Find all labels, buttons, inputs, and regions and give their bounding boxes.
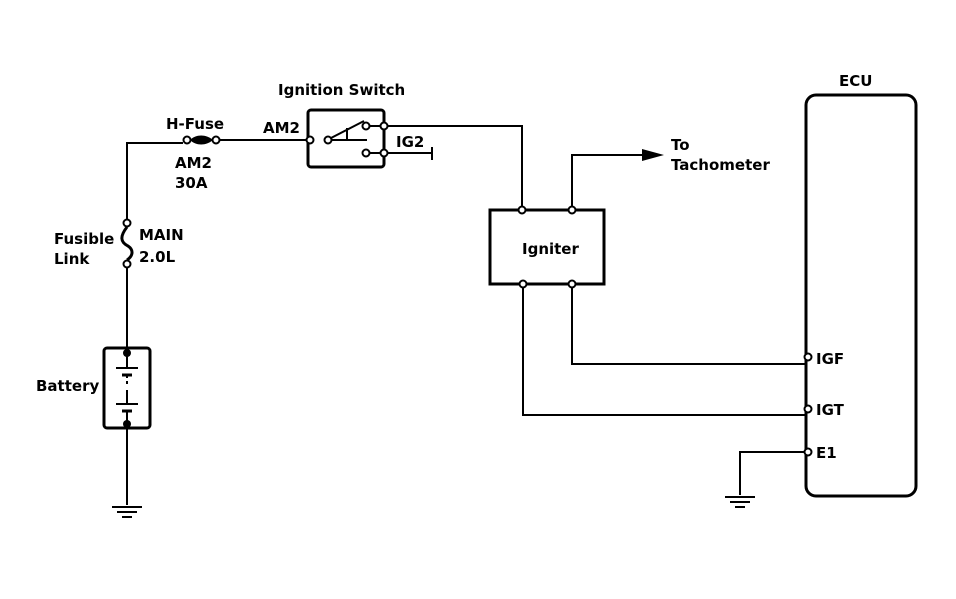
switch-terminal-am2 xyxy=(305,135,315,145)
main-label: MAIN xyxy=(139,226,184,244)
igniter-terminal-igt xyxy=(518,279,528,289)
battery xyxy=(102,346,152,430)
ground-icon-battery xyxy=(112,506,142,518)
am2-fuse-label: AM2 xyxy=(175,154,212,172)
switch-terminal-out xyxy=(379,121,389,131)
ecu-body xyxy=(804,93,918,498)
ecu-terminal-igf xyxy=(803,352,813,362)
tachometer-label: Tachometer xyxy=(671,156,770,174)
fuse-element-icon xyxy=(190,135,213,145)
fuse-terminal-right xyxy=(211,135,221,145)
wiring xyxy=(126,125,808,505)
wire-fuse-to-fusible-link xyxy=(126,142,183,220)
fuse-rating-label: 30A xyxy=(175,174,208,192)
igniter-terminal-igf xyxy=(567,279,577,289)
tachometer-arrow-icon xyxy=(642,149,664,161)
igniter-body xyxy=(488,208,606,286)
ecu-terminal-igt xyxy=(803,404,813,414)
wire-switch-to-igniter xyxy=(384,125,523,210)
e1-label: E1 xyxy=(816,444,837,462)
wire-igf xyxy=(571,284,808,365)
link-label: Link xyxy=(54,250,90,268)
ignition-switch xyxy=(305,108,389,169)
main-rating-label: 2.0L xyxy=(139,248,176,266)
h-fuse xyxy=(182,135,221,145)
igniter xyxy=(488,205,606,289)
igniter-terminal-tach xyxy=(567,205,577,215)
ecu xyxy=(803,93,918,498)
wire-igt xyxy=(522,284,808,416)
igf-label: IGF xyxy=(816,350,844,368)
igniter-label: Igniter xyxy=(522,240,579,258)
ignition-switch-label: Ignition Switch xyxy=(278,81,405,99)
to-label: To xyxy=(671,136,690,154)
ground-icon-ecu xyxy=(725,496,755,508)
h-fuse-label: H-Fuse xyxy=(166,115,224,133)
wire-ig2-output xyxy=(384,147,433,160)
ecu-label: ECU xyxy=(839,72,872,90)
igt-label: IGT xyxy=(816,401,845,419)
fusible-label: Fusible xyxy=(54,230,114,248)
fusible-link-terminal-top xyxy=(122,218,132,228)
labels: ECU Ignition Switch H-Fuse AM2 IG2 AM2 3… xyxy=(36,72,872,462)
fusible-link-element-icon xyxy=(120,226,134,262)
igniter-terminal-power xyxy=(517,205,527,215)
wire-e1-to-ground xyxy=(739,451,808,495)
am2-switch-terminal-label: AM2 xyxy=(263,119,300,137)
ecu-terminal-e1 xyxy=(803,447,813,457)
switch-terminal-ig2 xyxy=(379,148,389,158)
fusible-link-terminal-bottom xyxy=(122,259,132,269)
ig2-label: IG2 xyxy=(396,133,424,151)
fusible-link xyxy=(120,218,134,269)
battery-label: Battery xyxy=(36,377,99,395)
wire-igniter-to-tachometer xyxy=(571,154,648,210)
fuse-terminal-left xyxy=(182,135,192,145)
